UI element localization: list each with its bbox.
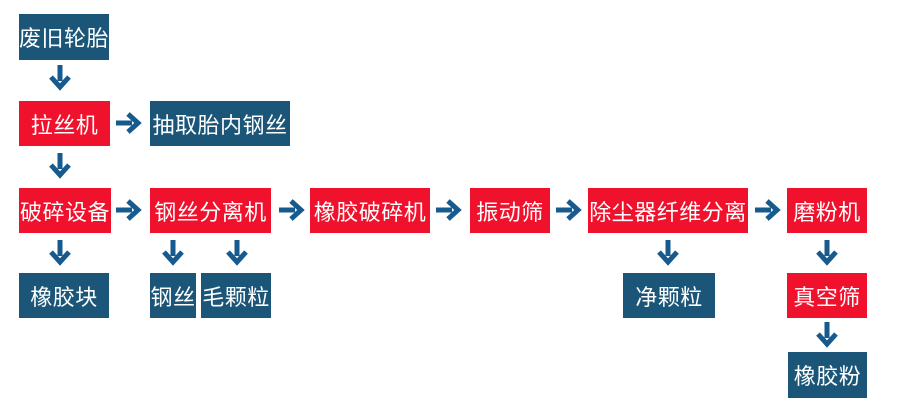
node-wire-drawing-machine: 拉丝机 [19, 101, 110, 146]
arrow-down-icon [225, 239, 249, 266]
arrow-down-icon [815, 239, 839, 266]
node-steel-wire: 钢丝 [150, 273, 196, 318]
node-vacuum-screen: 真空筛 [787, 273, 867, 318]
arrow-down-icon [161, 239, 185, 266]
node-rubber-powder: 橡胶粉 [788, 352, 867, 398]
node-rubber-blocks: 橡胶块 [19, 273, 109, 318]
arrow-down-icon [656, 239, 680, 266]
arrow-right-icon [435, 199, 462, 221]
arrow-right-icon [115, 112, 142, 134]
arrow-right-icon [115, 199, 142, 221]
node-steel-wire-separator: 钢丝分离机 [150, 188, 271, 233]
arrow-down-icon [48, 64, 72, 91]
arrow-down-icon [815, 321, 839, 348]
node-extract-inner-steel-wire: 抽取胎内钢丝 [150, 101, 290, 146]
node-dust-collector-fiber-separation: 除尘器纤维分离 [588, 188, 748, 233]
node-waste-tires: 废旧轮胎 [19, 14, 109, 60]
node-clean-granules: 净颗粒 [623, 273, 715, 318]
arrow-right-icon [754, 199, 781, 221]
node-crushing-equipment: 破碎设备 [19, 188, 111, 233]
node-vibrating-screen: 振动筛 [470, 188, 550, 233]
node-rubber-crusher: 橡胶破碎机 [310, 188, 430, 233]
node-fuzzy-granules: 毛颗粒 [201, 273, 271, 318]
arrow-down-icon [48, 239, 72, 266]
node-grinding-machine: 磨粉机 [787, 188, 867, 233]
arrow-right-icon [278, 199, 305, 221]
arrow-down-icon [48, 152, 72, 179]
arrow-right-icon [555, 199, 582, 221]
